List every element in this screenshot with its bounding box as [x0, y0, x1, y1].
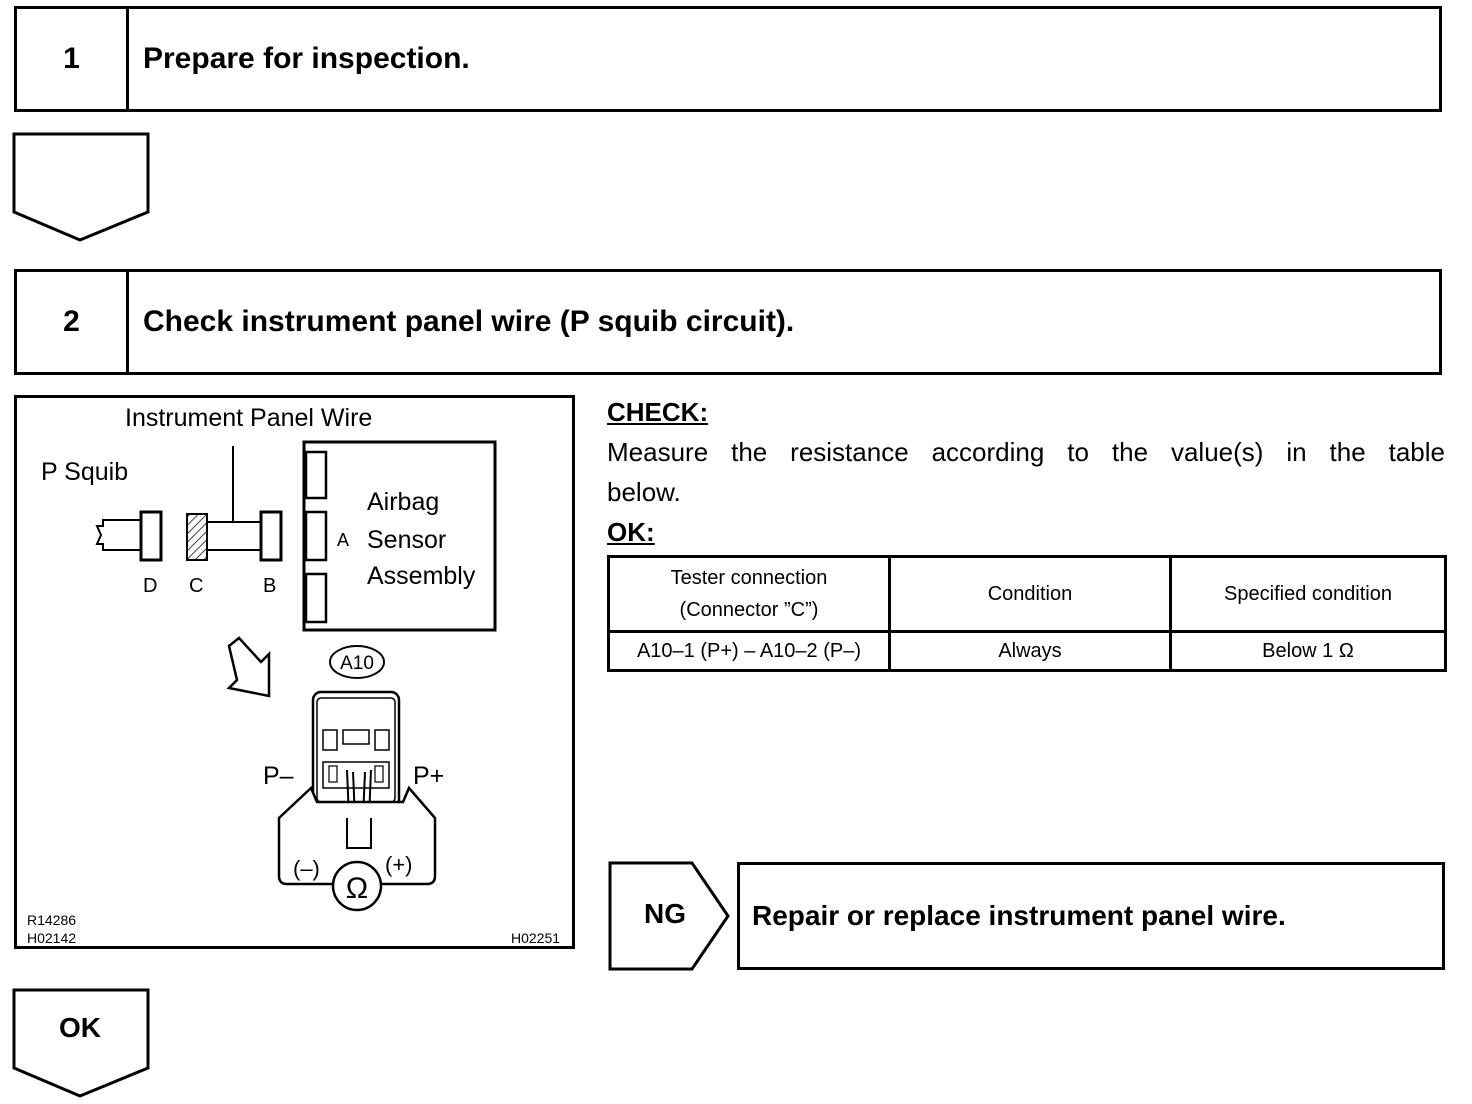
flow-down-arrow — [12, 132, 150, 242]
step-1-box: 1 Prepare for inspection. — [14, 6, 1442, 112]
ok-heading: OK: — [607, 517, 655, 547]
p-plus-label: P+ — [413, 762, 444, 790]
connector-a-label: A — [337, 530, 349, 550]
step-title: Prepare for inspection. — [143, 42, 470, 75]
connector-b-label: B — [263, 575, 276, 597]
meter-plus-label: (+) — [385, 852, 413, 877]
ok-label: OK — [59, 1012, 101, 1043]
table-header-cell: Specified condition — [1169, 555, 1447, 633]
ref-code-left-1: R14286 — [27, 912, 76, 928]
table-row: A10–1 (P+) – A10–2 (P–) Always Below 1 Ω — [607, 630, 1447, 672]
header-connector: (Connector ”C”) — [679, 599, 819, 621]
step-2-box: 2 Check instrument panel wire (P squib c… — [14, 269, 1442, 375]
wire-label: Instrument Panel Wire — [125, 404, 372, 432]
step-title: Check instrument panel wire (P squib cir… — [143, 305, 795, 338]
table-cell: Always — [888, 630, 1172, 672]
table-cell: A10–1 (P+) – A10–2 (P–) — [607, 630, 891, 672]
connector-c-label: C — [189, 575, 203, 597]
check-text-line-2: below. — [607, 477, 681, 507]
ng-label: NG — [644, 898, 686, 929]
check-section: CHECK: Measure the resistance according … — [607, 392, 1445, 552]
ref-code-right: H02251 — [511, 930, 560, 946]
connector-code: A10 — [340, 653, 374, 674]
table-header-row: Tester connection (Connector ”C”) Condit… — [607, 555, 1447, 633]
table-cell: Below 1 Ω — [1169, 630, 1447, 672]
step-number: 2 — [17, 272, 129, 372]
squib-label: P Squib — [41, 458, 128, 486]
p-minus-label: P– — [263, 762, 294, 790]
meter-minus-label: (–) — [293, 856, 320, 881]
check-text-line-1: Measure the resistance according to the … — [607, 437, 1445, 467]
sensor-label-3: Assembly — [367, 562, 476, 590]
sensor-label-2: Sensor — [367, 526, 446, 554]
ohm-symbol: Ω — [346, 872, 368, 905]
table-header-cell: Condition — [888, 555, 1172, 633]
table-header-cell: Tester connection (Connector ”C”) — [607, 555, 891, 633]
header-tester: Tester connection — [670, 567, 828, 589]
spec-table: Tester connection (Connector ”C”) Condit… — [607, 555, 1447, 672]
ng-action-box: Repair or replace instrument panel wire. — [737, 862, 1445, 970]
ok-arrow — [12, 988, 150, 1098]
check-heading: CHECK: — [607, 397, 709, 427]
connector-d-label: D — [143, 575, 157, 597]
wiring-diagram: Instrument Panel Wire P Squib D C B A Ai… — [14, 395, 575, 949]
sensor-label-1: Airbag — [367, 488, 439, 516]
ng-arrow — [608, 861, 730, 971]
ref-code-left-2: H02142 — [27, 930, 76, 946]
step-number: 1 — [17, 9, 129, 109]
diagram-drawing: Instrument Panel Wire P Squib D C B A Ai… — [27, 404, 560, 946]
ng-action-text: Repair or replace instrument panel wire. — [752, 900, 1286, 931]
